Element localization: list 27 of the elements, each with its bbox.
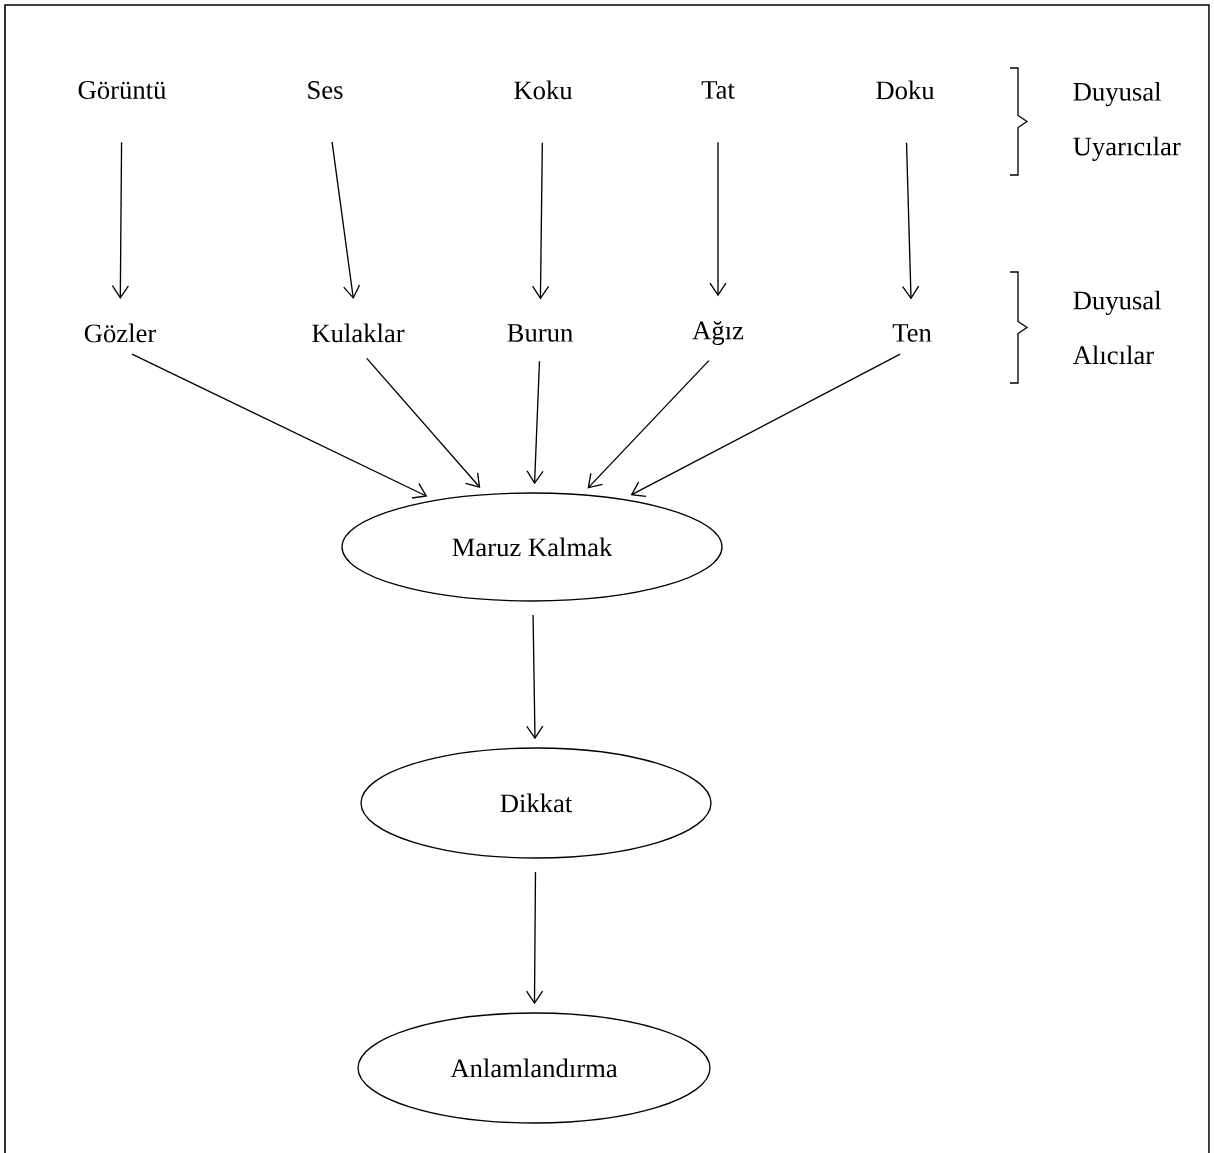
ellipse-node: Dikkat (360, 747, 712, 859)
arrow (111, 141, 130, 299)
arrow (902, 142, 920, 300)
group-label: Duyusal Alıcılar (1072, 290, 1161, 365)
node-label: Ses (308, 81, 343, 99)
arrow (709, 141, 727, 297)
node-label: Koku (514, 80, 573, 100)
node-label: Ağız (692, 321, 744, 345)
node-label: Burun (507, 324, 573, 342)
arrow (131, 353, 428, 499)
arrow (525, 871, 544, 1005)
node-label: Doku (876, 80, 935, 100)
node-label: Kulaklar (312, 323, 405, 343)
arrow (587, 360, 710, 489)
node-label: Ten (892, 324, 932, 342)
arrow (630, 353, 901, 497)
group-label: Duyusal Uyarıcılar (1073, 82, 1181, 161)
node-label: Tat (701, 81, 735, 99)
arrow (526, 360, 544, 485)
arrow (531, 142, 550, 300)
node-label: Gözler (84, 323, 157, 343)
arrow (526, 614, 544, 740)
node-label: Görüntü (78, 81, 166, 99)
ellipse-node: Anlamlandırma (357, 1012, 711, 1124)
arrow (331, 141, 361, 300)
ellipse-node: Maruz Kalmak (341, 492, 723, 602)
arrow (366, 357, 481, 488)
